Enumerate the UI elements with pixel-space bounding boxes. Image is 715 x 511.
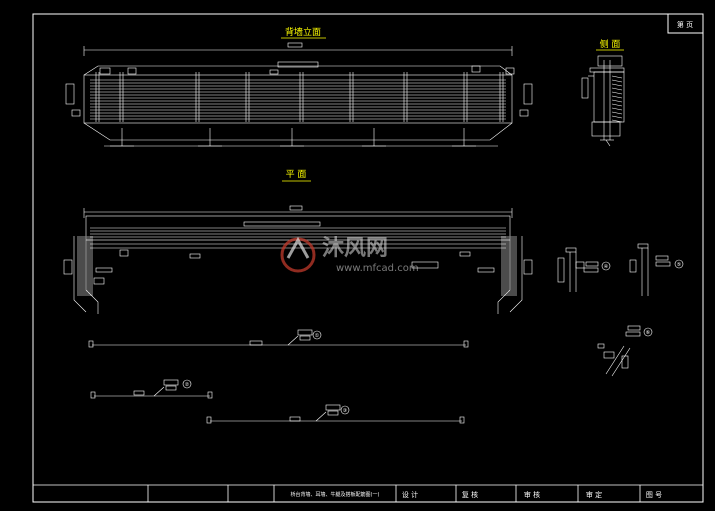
elevation-anchor-marks: [110, 128, 476, 147]
watermark: 沐风网 www.mfcad.com: [280, 236, 419, 274]
plan-view: 平 面: [63, 169, 533, 314]
rebar-details: [88, 243, 684, 424]
watermark-brand: 沐风网: [322, 236, 388, 261]
side-rebar-line: [611, 87, 623, 91]
sheet-box: [667, 13, 704, 34]
drawing-frame: [32, 13, 704, 503]
callout-mark-6: ⑥: [646, 330, 651, 336]
review-label: 审 核: [524, 490, 540, 499]
side-rebar-line: [611, 111, 623, 115]
sheet-label: 第 页: [677, 20, 693, 29]
drawing-no-label: 图 号: [646, 491, 662, 499]
check-label: 复 核: [462, 490, 478, 499]
watermark-url: www.mfcad.com: [336, 263, 419, 274]
side-rebar-line: [611, 99, 623, 103]
side-rebar-line: [611, 119, 623, 123]
callout-mark-5: ⑤: [677, 262, 681, 268]
side-rebar-line: [611, 79, 623, 83]
plan-title: 平 面: [286, 169, 307, 180]
side-view: 侧 面: [581, 38, 625, 147]
side-rebar-line: [611, 75, 623, 79]
callout-mark-2: ②: [185, 382, 190, 388]
side-rebar-line: [611, 95, 623, 99]
callout-mark-4: ④: [604, 264, 609, 270]
callout-mark-3: ③: [343, 408, 347, 414]
design-label: 设 计: [402, 490, 418, 499]
elevation-view: 背墙立面: [65, 26, 533, 147]
side-rebar-line: [611, 107, 623, 111]
plan-rebar-lines: [77, 227, 517, 296]
side-rebar-lines: [611, 75, 623, 123]
elevation-rebar-lines: [90, 72, 506, 122]
drawing-name: 桥台背墙、耳墙、牛腿及搭板配筋图(一): [291, 491, 380, 498]
side-rebar-line: [611, 115, 623, 119]
watermark-logo-icon: [280, 236, 316, 273]
callout-mark-1: ①: [315, 333, 320, 339]
side-rebar-line: [611, 83, 623, 87]
side-rebar-line: [611, 91, 623, 95]
side-rebar-line: [611, 103, 623, 107]
approve-label: 审 定: [586, 490, 602, 499]
title-block: [33, 484, 703, 502]
side-title: 侧 面: [600, 38, 621, 50]
elevation-title: 背墙立面: [285, 26, 321, 38]
